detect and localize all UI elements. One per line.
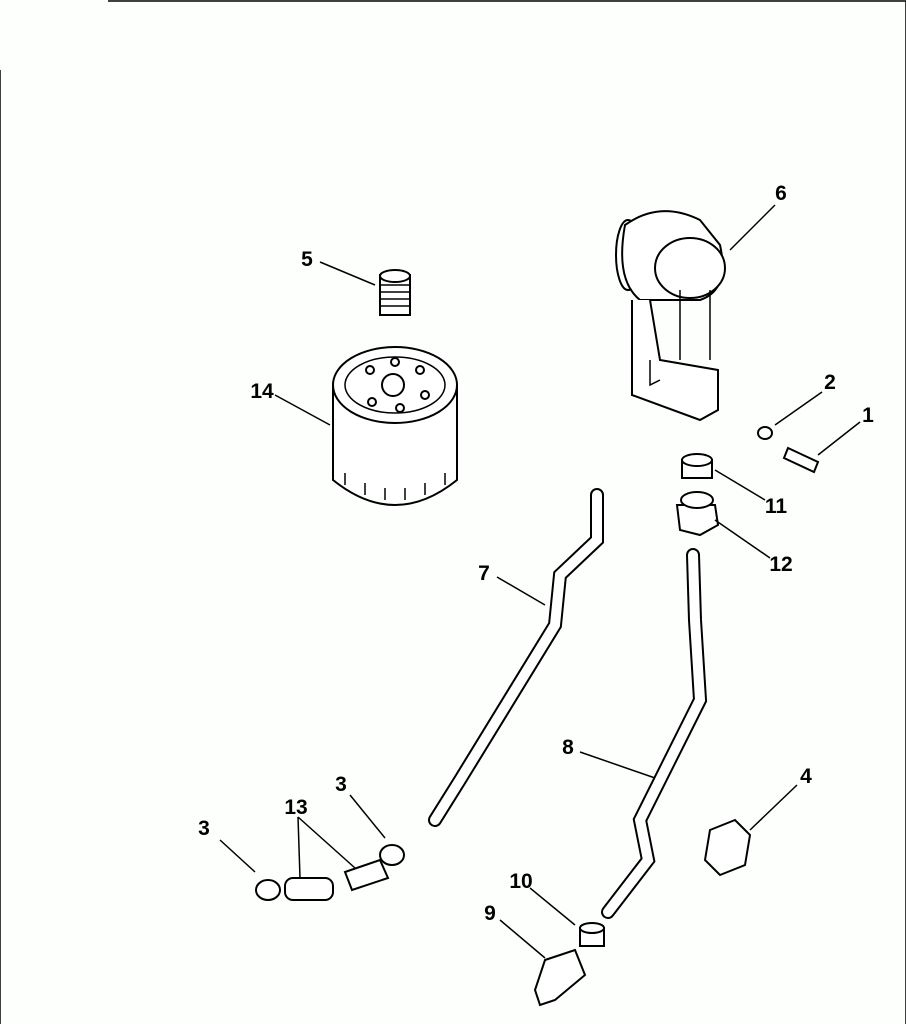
part-12-nut — [675, 491, 720, 537]
callout-3: 3 — [335, 773, 347, 796]
part-5-nipple — [379, 269, 411, 316]
callout-2: 2 — [824, 371, 836, 394]
part-4-clamp-block — [703, 818, 752, 877]
callout-3: 3 — [198, 817, 210, 840]
callout-12: 12 — [769, 553, 792, 576]
leader-lines — [219, 204, 861, 959]
callout-9: 9 — [484, 902, 496, 925]
callout-13: 13 — [284, 796, 307, 819]
callout-6: 6 — [775, 182, 787, 205]
part-1-screw — [782, 446, 820, 474]
part-6-adapter — [615, 210, 726, 422]
callout-4: 4 — [800, 765, 812, 788]
part-7-oil-line — [428, 488, 604, 827]
part-13-hose — [343, 858, 390, 892]
callout-11: 11 — [765, 495, 788, 518]
part-10-sleeve — [579, 922, 605, 947]
callout-10: 10 — [509, 870, 532, 893]
part-3-hose-clamp — [255, 879, 281, 901]
callout-8: 8 — [562, 736, 574, 759]
part-2-washer — [757, 426, 773, 440]
callout-1: 1 — [862, 404, 874, 427]
part-14-oil-filter — [332, 346, 458, 506]
part-3-hose-clamp — [379, 844, 405, 866]
part-11-sleeve — [681, 453, 713, 479]
part-9-fitting — [533, 948, 587, 1007]
callout-7: 7 — [478, 562, 490, 585]
part-13-hose — [284, 877, 334, 901]
callout-14: 14 — [250, 380, 274, 403]
callout-5: 5 — [301, 248, 313, 271]
